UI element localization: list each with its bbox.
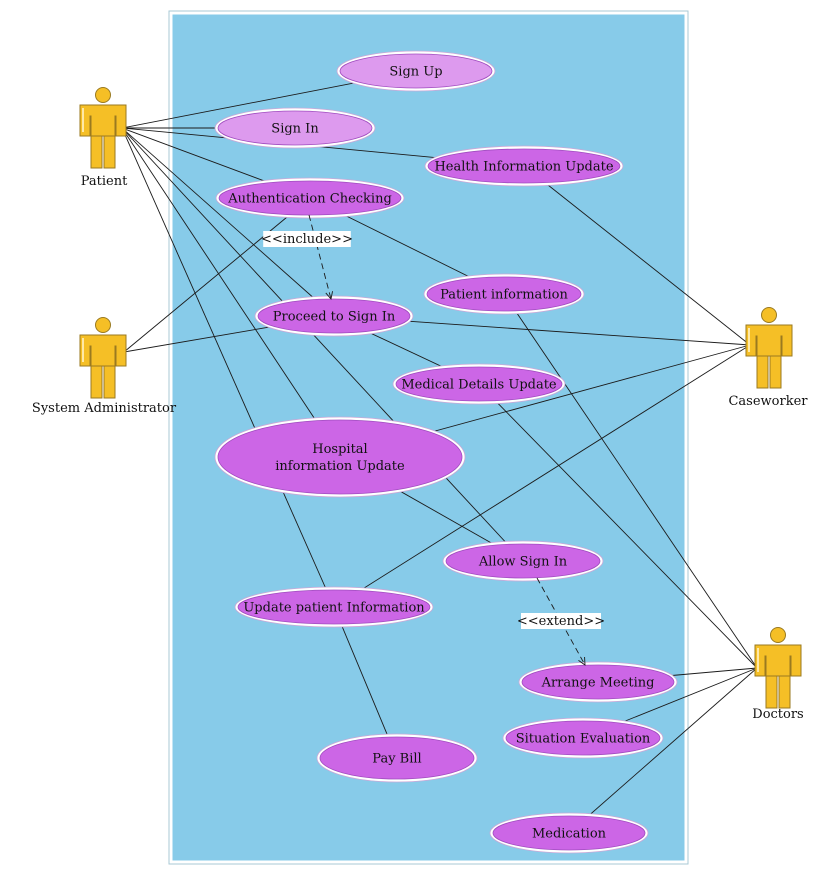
use-case-shape: [218, 180, 402, 216]
use-case-label: Medication: [532, 827, 607, 842]
system-boundary-outline: [168, 10, 689, 865]
association-line-caseworker-updpat: [333, 344, 751, 608]
association-line-patient-proceed: [121, 127, 335, 317]
actor-doctors[interactable]: Doctors: [752, 627, 804, 723]
actor-label-caseworker: Caseworker: [728, 394, 808, 409]
use-case-label: Proceed to Sign In: [273, 310, 396, 325]
use-case-shape: [217, 110, 373, 146]
include-relation: <<include>>: [261, 214, 353, 301]
use-case-allow[interactable]: Allow Sign In: [442, 540, 604, 582]
association-line-sysadmin-auth: [123, 197, 311, 353]
use-case-signin[interactable]: Sign In: [214, 107, 376, 149]
actor-sysadmin[interactable]: System Administrator: [32, 317, 177, 417]
use-case-arrange[interactable]: Arrange Meeting: [518, 661, 678, 703]
use-case-auth[interactable]: Authentication Checking: [215, 177, 405, 219]
include-label: <<include>>: [261, 232, 353, 247]
extend-label-bg: [521, 613, 601, 629]
use-case-label: Medical Details Update: [401, 378, 557, 393]
use-case-label: Health Information Update: [434, 160, 613, 175]
actor-label-sysadmin: System Administrator: [32, 401, 177, 416]
use-case-label: Authentication Checking: [227, 192, 392, 207]
use-case-medical[interactable]: Medical Details Update: [392, 363, 566, 405]
use-case-updpat[interactable]: Update patient Information: [234, 586, 434, 628]
use-case-patinfo[interactable]: Patient information: [423, 273, 585, 315]
use-case-health[interactable]: Health Information Update: [424, 145, 624, 187]
use-case-shape: [395, 366, 563, 402]
actor-label-patient: Patient: [81, 174, 128, 189]
use-case-proceed[interactable]: Proceed to Sign In: [254, 295, 414, 337]
association-line-patient-hospital: [121, 127, 341, 458]
use-case-situation[interactable]: Situation Evaluation: [502, 717, 664, 759]
use-case-shape: [427, 148, 621, 184]
person-icon: [79, 87, 127, 169]
actor-caseworker[interactable]: Caseworker: [728, 307, 808, 410]
association-line-doctors-medication: [568, 667, 758, 834]
use-case-label: Pay Bill: [372, 752, 421, 767]
actor-patient[interactable]: Patient: [79, 87, 128, 190]
use-case-label: Sign Up: [389, 65, 442, 80]
use-case-shape: [445, 543, 601, 579]
association-line-patient-allow: [121, 127, 524, 562]
use-case-label: Allow Sign In: [478, 555, 568, 570]
use-case-label: Situation Evaluation: [516, 732, 651, 747]
person-icon: [745, 307, 793, 389]
extend-label: <<extend>>: [517, 614, 605, 629]
use-case-signup[interactable]: Sign Up: [336, 50, 496, 92]
use-case-label: Arrange Meeting: [541, 676, 655, 691]
use-case-paybill[interactable]: Pay Bill: [316, 733, 478, 783]
association-line-caseworker-health: [523, 165, 751, 346]
use-case-shape: [217, 419, 463, 495]
use-case-medication[interactable]: Medication: [489, 812, 649, 854]
extend-dashed-line: [536, 577, 586, 666]
use-case-shape: [521, 664, 675, 700]
association-line-updpat-paybill: [333, 606, 398, 759]
include-dashed-line: [308, 214, 332, 300]
arrowhead-icon: [578, 656, 586, 666]
association-line-patient-updpat: [121, 127, 335, 608]
use-case-shape: [319, 736, 475, 780]
person-icon: [79, 317, 127, 399]
actor-label-doctors: Doctors: [752, 707, 803, 722]
use-case-shape: [339, 53, 493, 89]
use-case-shape: [505, 720, 661, 756]
use-case-shape: [257, 298, 411, 334]
use-case-shape: [237, 589, 431, 625]
use-case-label: Update patient Information: [243, 601, 425, 616]
association-line-doctors-medical: [478, 383, 758, 669]
include-label-bg: [263, 231, 351, 247]
use-case-shape: [492, 815, 646, 851]
arrowhead-icon: [325, 291, 333, 301]
use-case-shape: [426, 276, 582, 312]
extend-relation: <<extend>>: [517, 577, 605, 666]
use-case-label: Sign In: [271, 122, 319, 137]
person-icon: [754, 627, 802, 709]
association-line-doctors-patinfo: [503, 293, 758, 669]
use-case-label: Patient information: [440, 288, 568, 303]
